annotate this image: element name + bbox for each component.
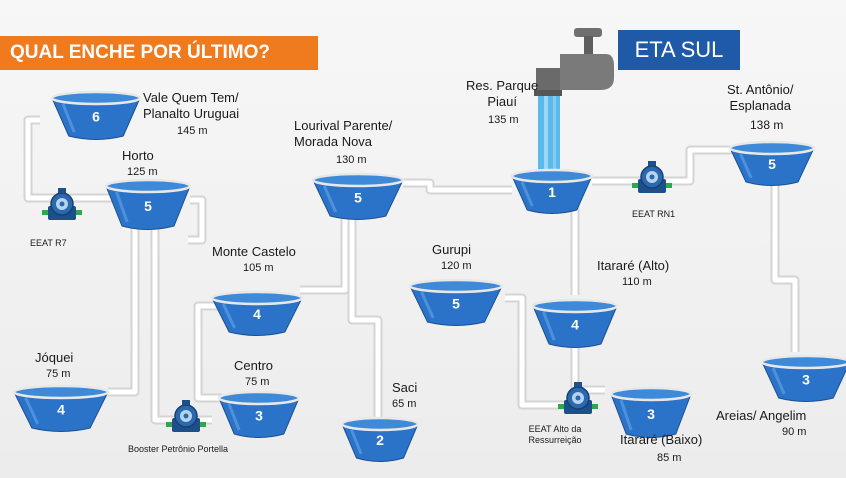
reservoir-name-lourival: Lourival Parente/Morada Nova bbox=[294, 118, 393, 149]
reservoir-saci: 2 bbox=[340, 416, 420, 462]
pump-icon-r7 bbox=[42, 188, 82, 220]
reservoir-number-gurupi: 5 bbox=[452, 295, 460, 311]
reservoir-montecastelo: 4 bbox=[210, 290, 304, 336]
reservoir-vale: 6 bbox=[50, 90, 142, 140]
reservoir-name-itarare-alto: Itararé (Alto) bbox=[597, 258, 670, 273]
pump-label-booster: Booster Petrônio Portella bbox=[128, 444, 229, 454]
reservoir-name-itarare-baixo: Itararé (Baixo) bbox=[620, 432, 703, 447]
reservoir-elevation-itarare-baixo: 85 m bbox=[657, 452, 682, 464]
reservoir-elevation-centro: 75 m bbox=[245, 376, 270, 388]
reservoir-number-saci: 2 bbox=[376, 432, 384, 448]
pump-stations bbox=[42, 161, 672, 432]
reservoir-elevation-saci: 65 m bbox=[392, 398, 417, 410]
reservoir-parque: 1 bbox=[510, 168, 594, 214]
reservoir-elevation-parque: 135 m bbox=[488, 114, 519, 126]
reservoir-stantonio: 5 bbox=[728, 140, 816, 186]
reservoir-number-vale: 6 bbox=[92, 109, 100, 125]
reservoir-tanks: 6 5 5 1 5 4 5 4 4 3 2 3 3 bbox=[12, 90, 846, 462]
reservoir-centro: 3 bbox=[217, 390, 301, 438]
reservoir-name-vale: Vale Quem Tem/Planalto Uruguai bbox=[143, 90, 240, 121]
reservoir-itarare_alto: 4 bbox=[531, 298, 619, 348]
reservoir-number-parque: 1 bbox=[548, 184, 556, 200]
page-title: QUAL ENCHE POR ÚLTIMO? bbox=[0, 36, 318, 70]
reservoir-number-stantonio: 5 bbox=[768, 156, 776, 172]
reservoir-name-horto: Horto bbox=[122, 148, 154, 163]
reservoir-number-lourival: 5 bbox=[354, 189, 362, 205]
pump-icon-rn1 bbox=[632, 161, 672, 193]
pipe-fill bbox=[25, 117, 798, 423]
reservoir-name-montecastelo: Monte Castelo bbox=[212, 244, 296, 259]
reservoir-gurupi: 5 bbox=[408, 278, 504, 326]
reservoir-elevation-vale: 145 m bbox=[177, 125, 208, 137]
faucet-icon bbox=[534, 28, 614, 96]
reservoir-elevation-stantonio: 138 m bbox=[750, 118, 784, 132]
reservoir-elevation-itarare-alto: 110 m bbox=[622, 276, 652, 288]
reservoir-elevation-areias: 90 m bbox=[782, 426, 807, 438]
reservoir-number-itarare_alto: 4 bbox=[571, 317, 579, 333]
reservoir-elevation-montecastelo: 105 m bbox=[243, 262, 274, 274]
reservoir-number-horto: 5 bbox=[144, 198, 152, 214]
reservoir-number-areias: 3 bbox=[802, 371, 810, 387]
reservoir-number-joquei: 4 bbox=[57, 401, 65, 417]
pump-icon-alto bbox=[558, 382, 598, 414]
eta-sul-badge: ETA SUL bbox=[618, 30, 740, 70]
reservoir-elevation-lourival: 130 m bbox=[336, 154, 367, 166]
reservoir-elevation-joquei: 75 m bbox=[46, 368, 71, 380]
reservoir-name-areias: Areias/ Angelim bbox=[716, 408, 807, 423]
pump-label-rn1: EEAT RN1 bbox=[632, 209, 676, 219]
reservoir-areias: 3 bbox=[760, 354, 846, 402]
reservoir-lourival: 5 bbox=[311, 172, 405, 220]
pipe-outline bbox=[23, 115, 800, 425]
reservoir-elevation-gurupi: 120 m bbox=[441, 260, 472, 272]
water-stream bbox=[538, 96, 560, 170]
reservoir-name-gurupi: Gurupi bbox=[432, 242, 472, 257]
reservoir-name-centro: Centro bbox=[234, 358, 274, 373]
reservoir-number-itarare_baixo: 3 bbox=[647, 406, 655, 422]
reservoir-number-montecastelo: 4 bbox=[253, 306, 261, 322]
reservoir-number-centro: 3 bbox=[255, 407, 263, 423]
reservoir-horto: 5 bbox=[104, 178, 192, 230]
pump-label-alto: EEAT Alto da Ressurreição bbox=[528, 424, 582, 445]
reservoir-name-saci: Saci bbox=[392, 380, 418, 395]
pump-icon-booster bbox=[166, 400, 206, 432]
reservoir-name-stantonio: St. Antônio/Esplanada bbox=[727, 82, 794, 113]
reservoir-name-joquei: Jóquei bbox=[35, 350, 74, 365]
reservoir-itarare_baixo: 3 bbox=[609, 386, 693, 438]
reservoir-joquei: 4 bbox=[12, 384, 110, 432]
pump-label-r7: EEAT R7 bbox=[30, 238, 67, 248]
reservoir-elevation-horto: 125 m bbox=[127, 166, 158, 178]
